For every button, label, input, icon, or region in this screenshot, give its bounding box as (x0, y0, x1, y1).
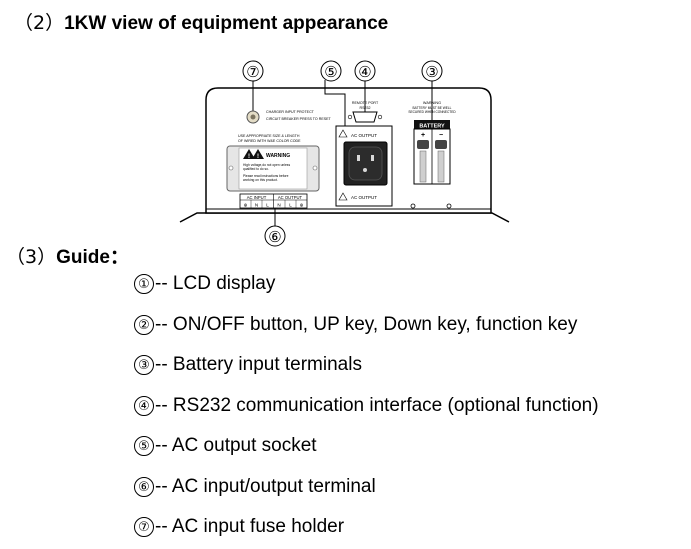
callout-7: ⑦ (242, 60, 264, 82)
guide-item-number: ④ (134, 396, 154, 416)
guide-item-text: -- LCD display (155, 273, 276, 294)
battery-warning-title: WARNING (423, 101, 441, 105)
fuse-label-2: CIRCUIT BREAKER PRESS TO RESET (266, 117, 332, 121)
guide-item: ⑥-- AC input/output terminal (134, 476, 376, 498)
guide-item: ①-- LCD display (134, 273, 275, 295)
warning-title: WARNING (266, 153, 290, 159)
guide-item-text: -- AC input/output terminal (155, 476, 376, 497)
svg-text:⑦: ⑦ (246, 64, 259, 81)
svg-text:③: ③ (425, 64, 438, 81)
base-feet (179, 212, 510, 223)
terminal-letter: L (266, 203, 269, 208)
svg-text:⑥: ⑥ (268, 229, 281, 246)
terminal-letter: L (289, 203, 292, 208)
warning-line-3: Please read instructions before (243, 174, 289, 178)
guide-item-text: -- AC output socket (155, 435, 317, 456)
callout-4: ④ (354, 60, 376, 82)
guide-item-text: -- ON/OFF button, UP key, Down key, func… (155, 314, 578, 335)
section-2-heading: （2）1KW view of equipment appearance (14, 12, 388, 35)
section-2-number: （2） (14, 12, 65, 34)
guide-item: ③-- Battery input terminals (134, 354, 362, 376)
guide-item: ④-- RS232 communication interface (optio… (134, 395, 599, 417)
equipment-appearance-diagram: ⑦ ⑤ ④ ③ ⑥ CHARGER INPUT PROTECT CIRCUIT … (179, 60, 510, 247)
wire-note-1: USE APPROPRIATE SIZE & LENGTH (238, 134, 300, 138)
guide-item-number: ⑤ (134, 436, 154, 456)
guide-item-number: ⑦ (134, 517, 154, 537)
guide-item-text: -- Battery input terminals (155, 354, 362, 375)
guide-item-number: ① (134, 274, 154, 294)
section-3-title: Guide： (56, 247, 129, 268)
battery-minus: − (439, 132, 443, 139)
callout-5: ⑤ (320, 60, 342, 82)
rs232-port (347, 111, 383, 123)
guide-item: ⑦-- AC input fuse holder (134, 516, 344, 538)
leader-5 (324, 80, 346, 130)
terminal-letter: ⊕ (300, 203, 304, 208)
guide-item-number: ② (134, 315, 154, 335)
callout-3: ③ (421, 60, 443, 82)
terminal-ac-input-label: AC INPUT (247, 195, 267, 200)
battery-warning-line-1: BATTERY MUST BE WELL (413, 106, 452, 110)
svg-text:!: ! (257, 154, 259, 160)
guide-item-number: ③ (134, 355, 154, 375)
warning-line-2: qualified to do so. (243, 167, 269, 171)
guide-item: ⑤-- AC output socket (134, 435, 317, 457)
guide-item-text: -- AC input fuse holder (155, 516, 345, 537)
screw (410, 203, 416, 209)
terminal-letter: N (277, 203, 280, 208)
terminal-ac-output-label: AC OUTPUT (278, 195, 303, 200)
terminal-letter: ⊕ (244, 203, 248, 208)
callout-6: ⑥ (264, 225, 286, 247)
section-2-title: 1KW view of equipment appearance (64, 13, 389, 34)
wire-note-2: OF WIRED WITH W&E COLOR CODE (238, 139, 301, 143)
section-3-heading: （3）Guide： (6, 246, 129, 269)
screw (446, 203, 452, 209)
guide-item-number: ⑥ (134, 477, 154, 497)
guide-item-text: -- RS232 communication interface (option… (155, 395, 599, 416)
socket-label-bottom: AC OUTPUT (351, 195, 377, 200)
svg-text:⑤: ⑤ (324, 64, 337, 81)
svg-text:!: ! (248, 154, 250, 160)
remote-port-label-1: REMOTE PORT (352, 101, 379, 105)
battery-plus: + (421, 132, 425, 139)
section-3-number: （3） (6, 246, 57, 268)
warning-line-4: working on this product. (243, 178, 278, 182)
terminal-letter: N (255, 203, 258, 208)
svg-text:④: ④ (358, 64, 371, 81)
ac-output-socket (335, 125, 393, 207)
warning-line-1: High voltage,do not open unless (243, 163, 290, 167)
battery-terminals (413, 120, 451, 185)
battery-label: BATTERY (419, 123, 445, 129)
remote-port-label-2: RS232 (360, 106, 371, 110)
battery-warning-line-2: SECURED WHEN CONNECTED (408, 110, 456, 114)
guide-item: ②-- ON/OFF button, UP key, Down key, fun… (134, 314, 577, 336)
terminal-strip (239, 193, 308, 209)
fuse-label-1: CHARGER INPUT PROTECT (266, 110, 315, 114)
socket-label-top: AC OUTPUT (351, 133, 377, 138)
fuse-holder (246, 110, 260, 124)
terminal-cover: ! ! (226, 145, 320, 192)
